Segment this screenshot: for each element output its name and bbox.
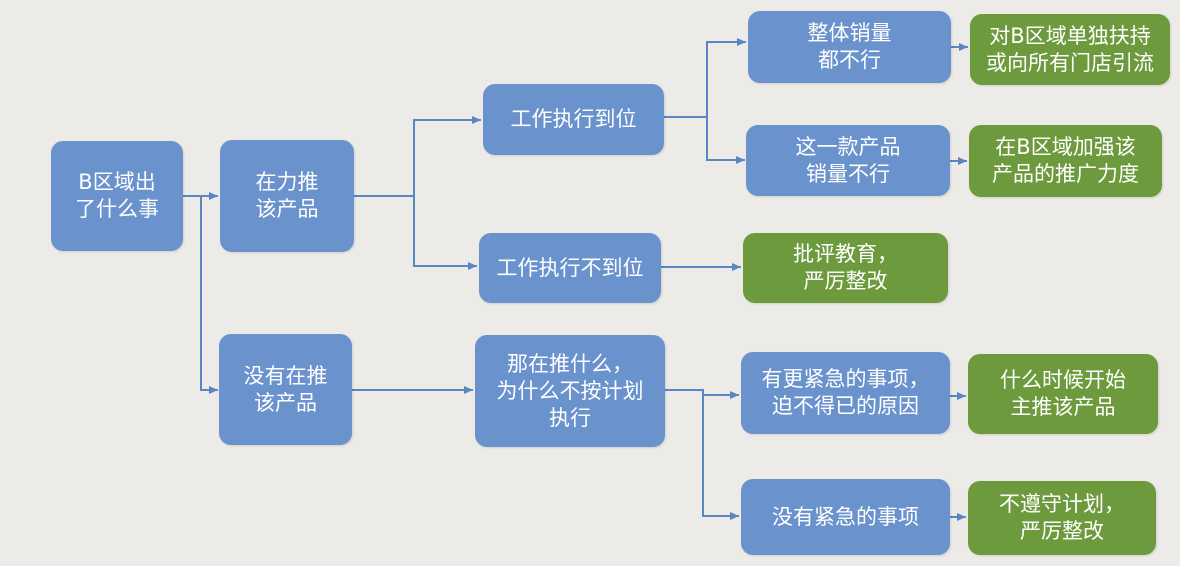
connector-what-no-urgent (702, 395, 739, 520)
node-pushed: 在力推 该产品 (220, 140, 354, 252)
node-criticize: 批评教育， 严厉整改 (743, 233, 948, 303)
connector-pushed-exec-bad (413, 196, 477, 270)
connector-root-not-pushed (200, 196, 218, 394)
node-no-urgent: 没有紧急的事项 (741, 479, 950, 555)
node-support-b: 对B区域单独扶持 或向所有门店引流 (970, 14, 1170, 85)
node-overall-bad: 整体销量 都不行 (748, 11, 951, 83)
connector-exec-ok-overall (664, 38, 746, 118)
node-promote-b: 在B区域加强该 产品的推广力度 (969, 125, 1162, 197)
node-when-push: 什么时候开始 主推该产品 (968, 354, 1158, 434)
node-exec-bad: 工作执行不到位 (479, 233, 661, 303)
connector-pushed-exec-ok (354, 116, 481, 197)
node-not-pushed: 没有在推 该产品 (219, 334, 352, 445)
node-single-bad: 这一款产品 销量不行 (746, 125, 950, 196)
node-what-pushing: 那在推什么， 为什么不按计划 执行 (475, 335, 665, 447)
node-root: B区域出 了什么事 (51, 141, 183, 251)
node-exec-ok: 工作执行到位 (483, 84, 664, 155)
connector-exec-ok-single (706, 117, 745, 164)
node-urgent: 有更紧急的事项， 迫不得已的原因 (741, 352, 950, 434)
node-not-follow: 不遵守计划， 严厉整改 (968, 481, 1156, 555)
connector-what-urgent (665, 389, 739, 399)
